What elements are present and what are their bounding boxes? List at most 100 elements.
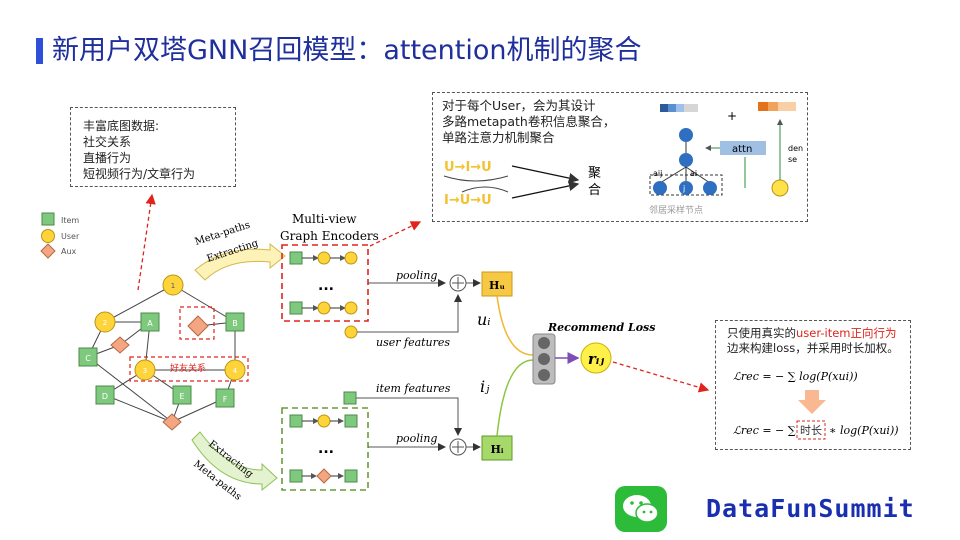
rich-line: 直播行为 bbox=[83, 151, 132, 165]
loss-formula-1: ℒrec = − ∑ log(P(xui)) bbox=[733, 370, 858, 383]
legend-user-circle bbox=[41, 229, 55, 243]
dense-label-a: den bbox=[788, 144, 803, 153]
hu-merge-line bbox=[496, 295, 534, 356]
attn-block bbox=[720, 141, 766, 155]
user-node-3 bbox=[134, 359, 156, 381]
item-node-b-label: B bbox=[232, 319, 238, 328]
loss-formula-2c: ∗ log(P(xui)) bbox=[829, 424, 899, 437]
wechat-logo bbox=[615, 486, 667, 532]
item-node-f-label: F bbox=[223, 395, 228, 404]
graph-nodes: 1 2 3 4 A B C D E F bbox=[78, 274, 246, 431]
page-title: 新用户双塔GNN召回模型：attention机制的聚合 bbox=[52, 35, 642, 66]
rich-line: 社交关系 bbox=[83, 135, 132, 149]
loss-description: 只使用真实的user-item正向行为 边来构建loss，并采用时长加权。 bbox=[727, 326, 907, 356]
pooling-top-label: pooling bbox=[396, 269, 437, 282]
aux-highlight-box bbox=[179, 306, 215, 340]
item-encoder-paths: ... bbox=[289, 414, 358, 484]
j-label: j bbox=[682, 184, 685, 193]
user-node-4-label: 4 bbox=[233, 367, 238, 375]
hu-label: Hᵤ bbox=[489, 279, 505, 292]
user-node-1-label: 1 bbox=[171, 282, 175, 290]
friend-relation-box bbox=[129, 356, 249, 382]
user-feature-node bbox=[344, 325, 358, 339]
item-node-f bbox=[215, 388, 235, 408]
encoder-ellipsis: ... bbox=[318, 441, 334, 457]
hi-label: Hᵢ bbox=[490, 443, 503, 456]
legend-item-label: Item bbox=[61, 216, 79, 225]
loss-explanation-box bbox=[715, 320, 911, 450]
user-node-4 bbox=[224, 359, 246, 381]
extract-arrow-top bbox=[194, 242, 286, 281]
user-node-2-label: 2 bbox=[103, 319, 107, 327]
user-node-3-label: 3 bbox=[143, 367, 147, 375]
meta-line: 对于每个User，会为其设计 bbox=[442, 98, 596, 113]
item-node-d-label: D bbox=[102, 392, 108, 401]
extract-arrow-bottom bbox=[191, 431, 278, 492]
rij-label: rᵢⱼ bbox=[588, 350, 604, 368]
item-node-c-label: C bbox=[85, 354, 91, 363]
user-node-2 bbox=[94, 311, 116, 333]
rich-graph-data-box: 丰富底图数据: 社交关系 直播行为 短视频行为/文章行为 bbox=[70, 107, 236, 187]
item-node-a bbox=[140, 312, 160, 332]
item-node-b bbox=[225, 312, 245, 332]
neighbor-sample-label: 邻居采样节点 bbox=[649, 204, 703, 216]
user-encoder-paths: ... bbox=[289, 251, 358, 315]
user-feature-line bbox=[357, 294, 462, 333]
aij-label: aij bbox=[653, 169, 662, 178]
attn-label: attn bbox=[732, 144, 752, 155]
friend-relation-label: 好友关系 bbox=[170, 362, 206, 374]
title-accent-bar bbox=[36, 38, 43, 64]
encoder-title-line2: Graph Encoders bbox=[280, 229, 379, 243]
recommend-loss-label: Recommend Loss bbox=[547, 321, 655, 334]
brand-name: DataFunSummit bbox=[706, 494, 915, 523]
item-encoder-box bbox=[281, 407, 369, 491]
metapath-1: U→I→U bbox=[444, 160, 492, 175]
rich-line: 丰富底图数据: bbox=[83, 119, 160, 133]
metapath-description: 对于每个User，会为其设计 多路metapath卷积信息聚合， 单路注意力机制… bbox=[442, 98, 615, 146]
attention-mini-diagram: + aij ai j attn den se 邻居采样节点 bbox=[649, 102, 803, 216]
user-node-1 bbox=[162, 274, 184, 296]
legend-aux-diamond bbox=[40, 243, 56, 259]
rich-data-pointer bbox=[137, 193, 156, 291]
i-j-label: iⱼ bbox=[480, 377, 490, 396]
meta-line: 多路metapath卷积信息聚合， bbox=[442, 114, 616, 129]
item-feature-line bbox=[356, 397, 462, 436]
item-node-d bbox=[95, 385, 115, 405]
metapath-2: I→U→U bbox=[444, 193, 492, 208]
item-node-a-label: A bbox=[147, 319, 153, 328]
metapath-examples: U→I→U I→U→U 聚 合 bbox=[443, 160, 601, 208]
ai-label: ai bbox=[690, 169, 697, 178]
encoder-title-line1: Multi-view bbox=[292, 212, 357, 226]
loss-text-b: 边来构建loss，并采用时长加权。 bbox=[727, 341, 899, 355]
rij-node bbox=[580, 342, 612, 374]
item-features-label: item features bbox=[376, 382, 451, 395]
item-feature-node bbox=[343, 391, 357, 405]
item-node-e bbox=[172, 385, 192, 405]
loss-text-highlight: user-item正向行为 bbox=[796, 326, 897, 340]
aux-node bbox=[110, 336, 130, 354]
legend: Item User Aux bbox=[40, 212, 80, 259]
user-features-label: user features bbox=[376, 336, 450, 349]
loss-text-a: 只使用真实的 bbox=[727, 326, 796, 340]
plus-sign: + bbox=[727, 109, 737, 123]
aux-node bbox=[187, 315, 209, 337]
metapath-pointer bbox=[369, 221, 422, 247]
item-node-c bbox=[78, 347, 98, 367]
item-node-e-label: E bbox=[179, 392, 184, 401]
u-i-label: uᵢ bbox=[477, 310, 491, 329]
legend-aux-label: Aux bbox=[61, 247, 77, 256]
aggregate-label-b: 合 bbox=[588, 183, 601, 198]
transform-arrow bbox=[798, 390, 826, 414]
dense-label-b: se bbox=[788, 155, 797, 164]
loss-pointer bbox=[612, 361, 710, 393]
aggregate-label-a: 聚 bbox=[588, 166, 601, 181]
hi-merge-line bbox=[496, 359, 534, 437]
meta-line: 单路注意力机制聚合 bbox=[442, 130, 555, 145]
hu-vector bbox=[481, 271, 513, 297]
legend-item-square bbox=[41, 212, 55, 226]
loss-formula-2a: ℒrec = − ∑ bbox=[733, 424, 796, 437]
encoder-ellipsis: ... bbox=[318, 278, 334, 294]
duration-highlight bbox=[796, 420, 826, 440]
pooling-bottom-label: pooling bbox=[396, 432, 437, 445]
